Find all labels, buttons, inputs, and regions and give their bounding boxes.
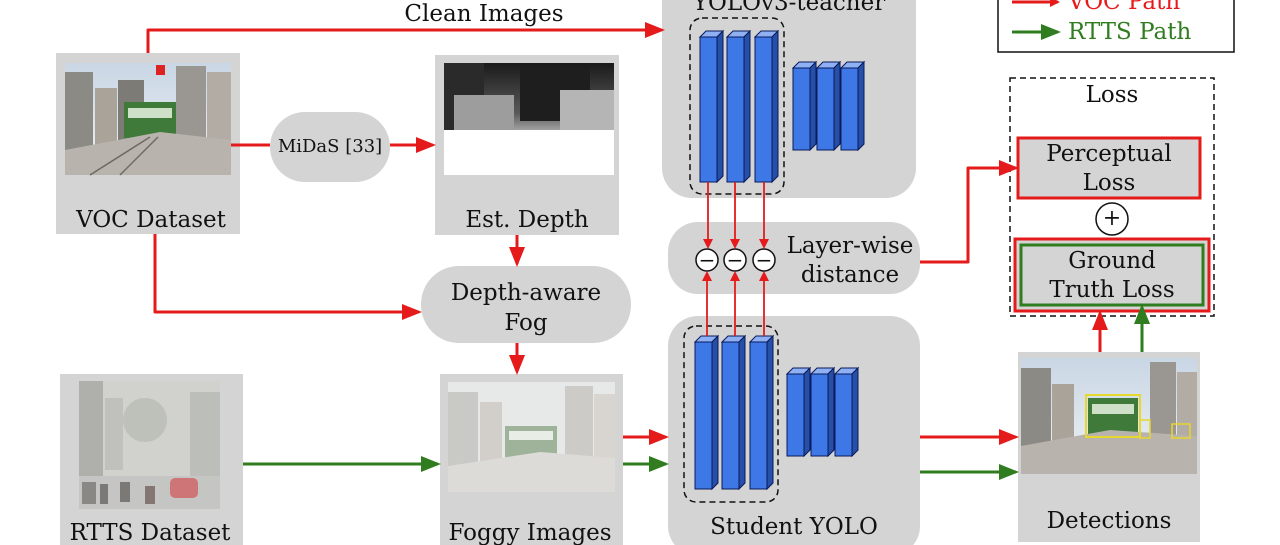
student-block [720,334,747,491]
student-backbone-group [683,325,779,503]
loss-group [1009,77,1215,317]
student-block [748,334,775,491]
teacher-head-block [791,60,818,152]
student-label: Student YOLO [710,514,878,540]
plus-circle [1095,202,1129,236]
foggy-images-label: Foggy Images [448,520,612,545]
voc-street-image [65,63,231,176]
teacher-head-block [815,60,842,152]
ground-truth-loss-line1: Ground [1068,248,1156,274]
minus-sign: − [755,248,773,272]
layer-distance-arrows [702,182,769,336]
layerwise-label-line2: distance [800,262,900,288]
midas-label: MiDaS [33] [277,136,383,157]
minus-sign: − [698,248,716,272]
loss-label: Loss [1085,82,1139,108]
layerwise-label-line1: Layer-wise [786,233,914,259]
depth-fog-label-line2: Fog [504,310,548,336]
detections-image [1021,358,1197,474]
voc-path-arrows [146,22,1108,445]
rtts-hazy-image [79,381,220,509]
teacher-network [689,17,866,195]
rtts-path-arrows [243,304,1150,480]
student-block [693,334,720,491]
legend-box [997,0,1235,53]
student-head-block [785,366,812,458]
student-head-block [809,366,836,458]
teacher-head-block [839,60,866,152]
student-head-block [833,366,860,458]
depth-fog-label-line1: Depth-aware [450,280,602,306]
foggy-street-image [448,382,615,492]
perceptual-loss-line1: Perceptual [1046,141,1172,167]
ground-truth-loss-line2: Truth Loss [1049,277,1175,303]
perceptual-loss-line2: Loss [1082,170,1136,196]
voc-dataset-label: VOC Dataset [76,207,226,233]
clean-images-label: Clean Images [404,1,564,27]
teacher-backbone-group [689,17,785,195]
minus-sign: − [726,248,744,272]
teacher-block [698,29,725,184]
plus-sign: + [1102,206,1122,231]
midas-node [270,112,390,182]
est-depth-label: Est. Depth [465,207,589,233]
depth-map-image [444,63,614,175]
rtts-dataset-label: RTTS Dataset [69,520,231,545]
student-network [683,325,860,503]
legend-voc-label: VOC Path [1068,0,1181,15]
teacher-label: YOLOv3-teacher [692,0,886,16]
ground-truth-loss-box [1019,243,1205,307]
detections-label: Detections [1046,508,1172,534]
teacher-block [725,29,752,184]
teacher-block [753,29,780,184]
legend-rtts-label: RTTS Path [1068,19,1192,45]
depth-fog-node [421,266,631,343]
